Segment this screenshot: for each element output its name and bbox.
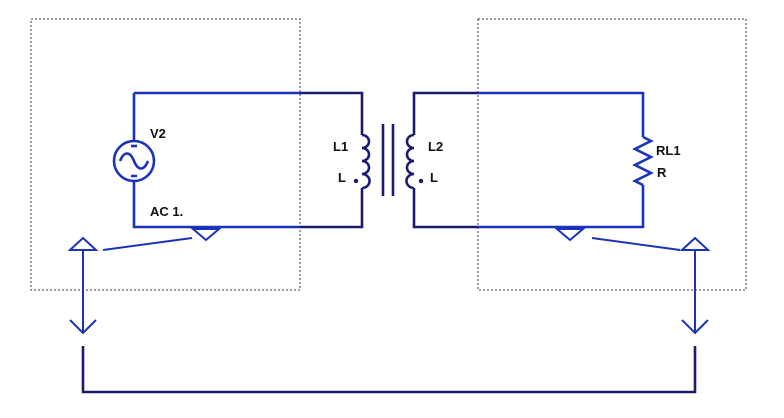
left-probe-tip-icon — [190, 228, 222, 242]
secondary-top-wire — [478, 91, 645, 137]
secondary-bottom-wire — [478, 185, 645, 229]
l2-value-label: L — [430, 170, 438, 185]
transformer-core — [381, 124, 395, 196]
primary-bottom-wire-right — [300, 188, 364, 229]
l2-name-label: L2 — [428, 139, 443, 154]
l1-name-label: L1 — [333, 139, 348, 154]
v2-value-label: AC 1. — [150, 204, 183, 219]
left-probe[interactable] — [67, 228, 222, 335]
l2-inductor[interactable] — [405, 133, 424, 190]
primary-top-wire-right — [300, 91, 364, 135]
rl1-value-label: R — [657, 165, 667, 180]
l1-inductor[interactable] — [353, 133, 371, 190]
right-dashed-box — [477, 18, 747, 291]
primary-bottom-wire — [132, 181, 300, 229]
resistor-zigzag — [632, 135, 654, 187]
rl1-name-label: RL1 — [656, 143, 681, 158]
bottom-return-wire — [81, 346, 697, 394]
l1-value-label: L — [338, 170, 346, 185]
v2-ac-source[interactable] — [112, 139, 156, 183]
right-probe-down-arrow-icon — [681, 319, 709, 335]
right-probe-lead — [591, 237, 681, 251]
right-probe[interactable] — [554, 228, 711, 335]
left-probe-up-arrow-icon — [67, 236, 99, 251]
left-probe-lead — [102, 237, 193, 251]
right-probe-up-arrow-icon — [679, 236, 711, 251]
left-probe-down-arrow-icon — [69, 319, 97, 335]
left-dashed-box — [30, 18, 301, 291]
right-probe-tip-icon — [554, 228, 586, 242]
l1-polarity-dot — [353, 178, 359, 184]
l2-coil — [405, 133, 415, 190]
rl1-resistor[interactable] — [632, 135, 654, 187]
v2-source-circle — [112, 139, 156, 183]
l1-coil — [361, 133, 371, 190]
secondary-bottom-wire-left — [412, 188, 478, 229]
v2-name-label: V2 — [150, 126, 166, 141]
sine-wave-icon — [118, 152, 150, 170]
l2-polarity-dot — [418, 178, 424, 184]
primary-loop — [132, 91, 364, 229]
secondary-top-wire-left — [412, 91, 478, 135]
secondary-loop — [412, 91, 645, 229]
